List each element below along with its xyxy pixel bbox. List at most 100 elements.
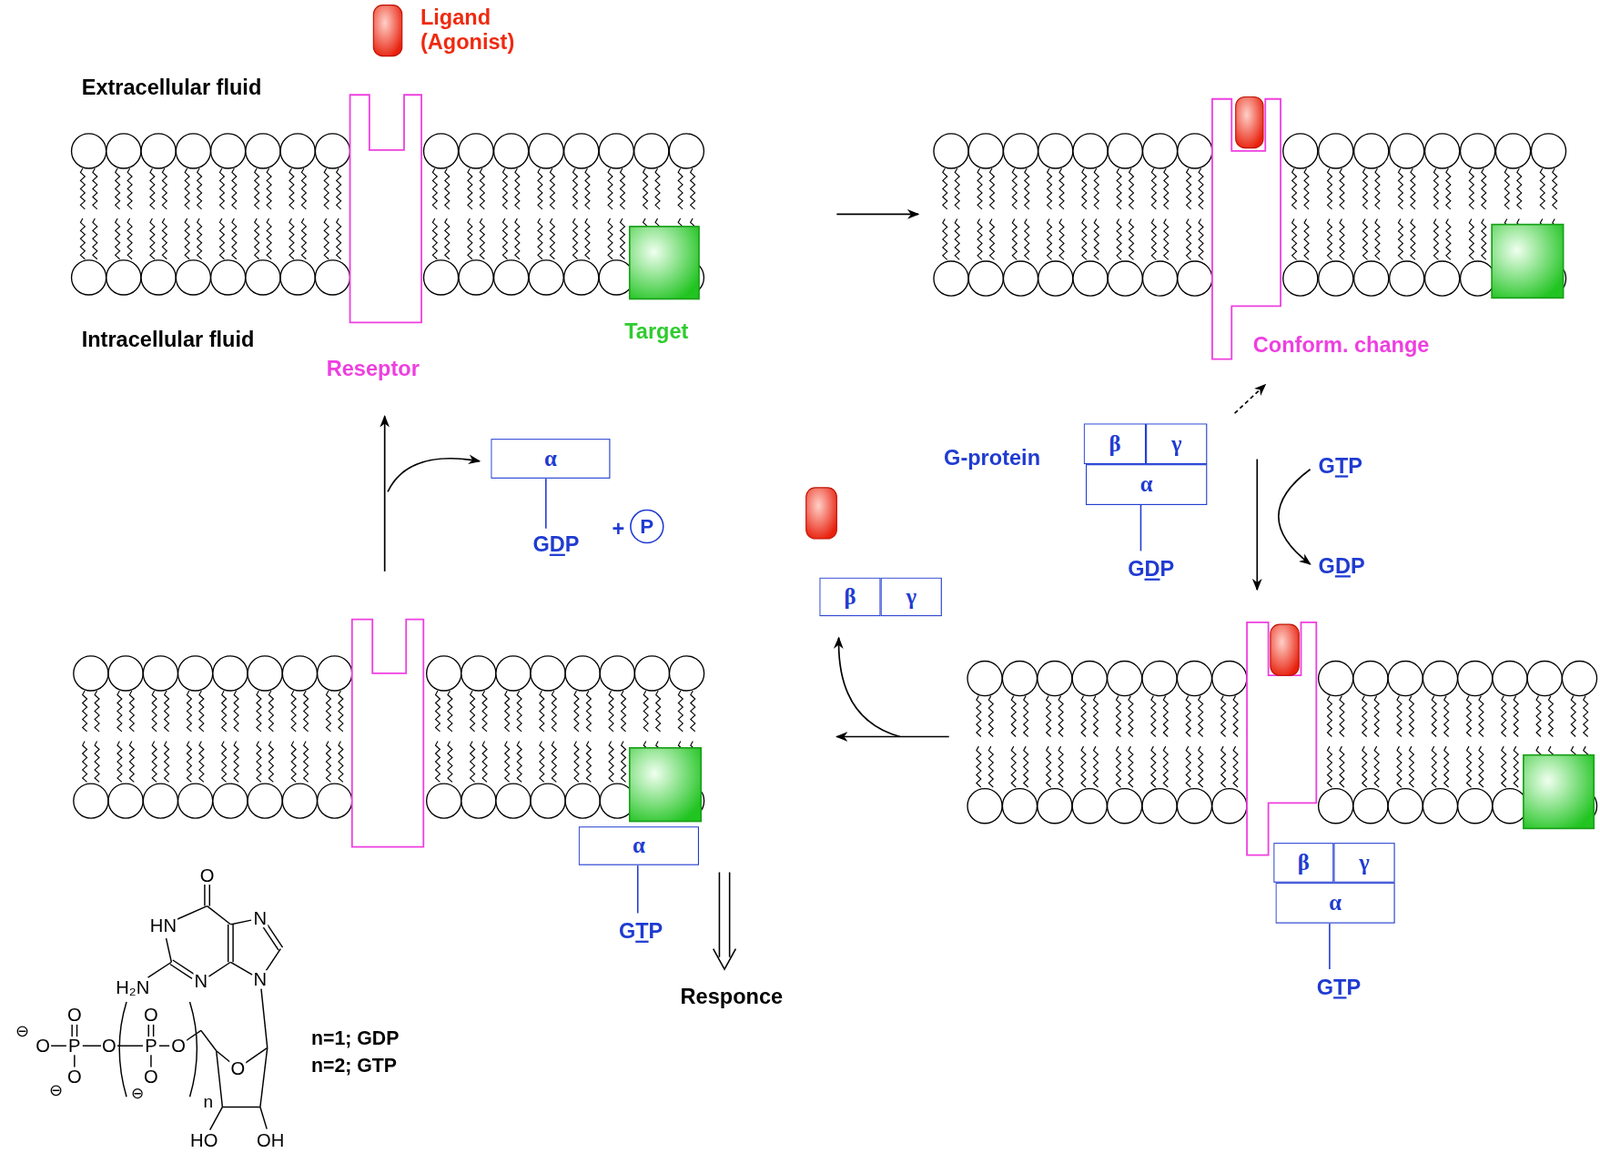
lipid-tail	[643, 168, 649, 210]
lipid-head	[1283, 261, 1318, 296]
lipid-tail	[447, 741, 453, 783]
text-glyph: G	[618, 919, 636, 943]
lipid-head	[1460, 133, 1496, 169]
lipid-tail	[162, 218, 167, 260]
lipid-head	[245, 260, 281, 295]
chemical-bond	[172, 960, 195, 975]
lipid-head	[1458, 661, 1493, 697]
lipid-tail	[1128, 696, 1134, 738]
lipid-tail	[1363, 218, 1368, 260]
lipid-head	[178, 656, 213, 691]
lipid-tail	[197, 218, 203, 260]
phosphate-circle	[630, 510, 664, 544]
subunit-box: γ	[1145, 423, 1207, 465]
lipid-tail	[656, 690, 661, 732]
lipid-tail	[256, 741, 262, 783]
bracket	[190, 1002, 198, 1097]
lipid-tail	[1539, 168, 1545, 210]
lipid-head	[314, 133, 350, 169]
lipid-tail	[585, 218, 590, 260]
lipid-head	[1527, 661, 1562, 697]
lipid-head	[668, 133, 704, 169]
lipid-tail	[1024, 218, 1030, 260]
lipid-bilayer	[73, 656, 353, 819]
lipid-tail	[1151, 218, 1156, 260]
chemical-bond	[203, 884, 205, 907]
lipid-head	[141, 260, 176, 295]
lipid-tail	[164, 690, 170, 732]
lipid-tail	[1444, 746, 1449, 788]
lipid-head	[314, 260, 350, 295]
lipid-head	[1037, 789, 1073, 824]
lipid-head	[1353, 661, 1388, 697]
lipid-head	[564, 260, 599, 295]
chemical-bond	[186, 1030, 202, 1041]
lipid-tail	[1151, 746, 1156, 788]
lipid-tail	[1093, 218, 1099, 260]
lipid-head	[1142, 661, 1177, 697]
lipid-tail	[199, 741, 204, 783]
atom-label: O	[142, 1005, 160, 1024]
lipid-tail	[1397, 168, 1403, 210]
text-label: GDP	[1127, 556, 1175, 582]
lipid-tail	[954, 168, 960, 210]
lipid-head	[530, 656, 566, 691]
lipid-tail	[115, 218, 121, 260]
lipid-tail	[482, 741, 487, 783]
atom-label: N	[192, 972, 209, 991]
subunit-label: γ	[1171, 432, 1183, 456]
lipid-tail	[1304, 168, 1309, 210]
reaction-arrow	[384, 415, 386, 571]
chemical-bond	[216, 1051, 223, 1108]
text-glyph: P	[565, 532, 580, 557]
lipid-tail	[586, 741, 591, 783]
lipid-tail	[219, 168, 224, 210]
lipid-tail	[608, 741, 614, 783]
lipid-head	[1142, 789, 1177, 824]
lipid-tail	[1233, 746, 1238, 788]
chemical-bond	[201, 1030, 217, 1051]
lipid-tail	[1339, 746, 1345, 788]
lipid-tail	[1198, 218, 1204, 260]
lipid-tail	[1164, 168, 1169, 210]
lipid-tail	[467, 168, 473, 210]
lipid-tail	[551, 690, 557, 732]
lipid-tail	[1058, 746, 1064, 788]
lipid-head	[458, 260, 494, 295]
lipid-head	[280, 260, 315, 295]
lipid-tail	[539, 741, 545, 783]
lipid-tail	[516, 741, 522, 783]
lipid-tail	[82, 690, 88, 732]
lipid-head	[598, 133, 634, 169]
lipid-tail	[977, 168, 983, 210]
lipid-tail	[219, 218, 224, 260]
lipid-tail	[325, 690, 331, 732]
lipid-tail	[621, 690, 627, 732]
lipid-tail	[505, 741, 510, 783]
lipid-tail	[1446, 218, 1451, 260]
lipid-tail	[1536, 696, 1541, 738]
lipid-tail	[608, 690, 614, 732]
lipid-tail	[266, 168, 272, 210]
text-label: Conform. change	[1253, 332, 1430, 357]
lipid-tail	[690, 690, 696, 732]
lipid-tail	[1011, 696, 1016, 738]
lipid-head	[282, 656, 317, 691]
lipid-head	[1107, 133, 1143, 169]
lipid-tail	[1397, 746, 1402, 788]
lipid-tail	[432, 168, 437, 210]
nucleotide-stem	[1140, 505, 1143, 551]
lipid-tail	[1233, 696, 1238, 738]
lipid-tail	[678, 690, 683, 732]
lipid-tail	[942, 218, 948, 260]
lipid-head	[968, 133, 1003, 169]
lipid-tail	[80, 168, 85, 210]
lipid-head	[1492, 789, 1528, 824]
lipid-head	[73, 783, 109, 819]
lipid-tail	[445, 218, 450, 260]
target-protein	[1523, 755, 1594, 830]
text-glyph: G	[533, 532, 550, 557]
lipid-tail	[129, 690, 134, 732]
text-label: n=1; GDP	[311, 1027, 399, 1050]
atom-label: O	[66, 1005, 83, 1024]
